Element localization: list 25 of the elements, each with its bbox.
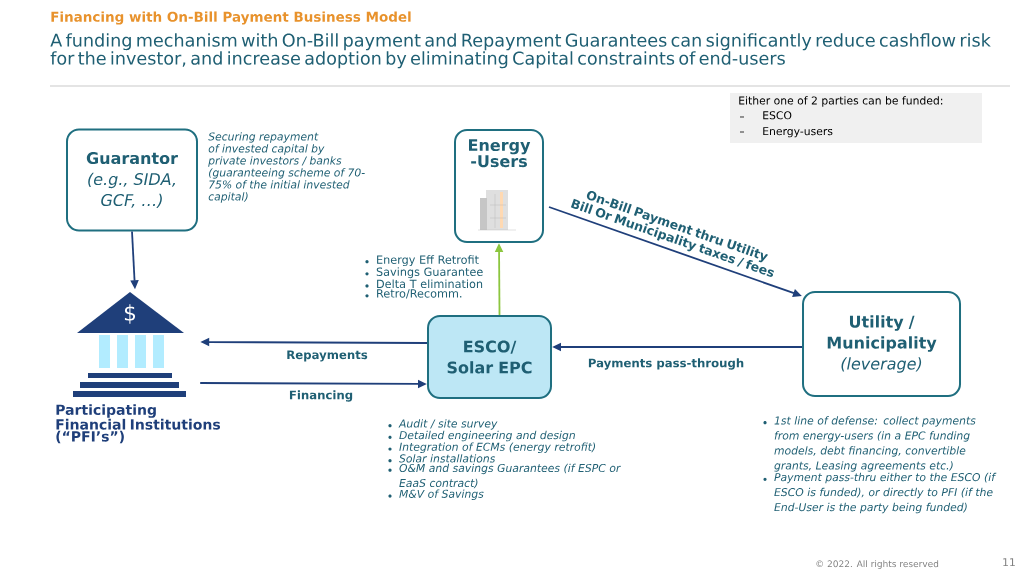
bullet-item: Delta T elimination	[365, 279, 483, 289]
guarantor-box: Guarantor (e.g., SIDA, GCF, …)	[66, 128, 198, 232]
edge-label: Financing	[287, 389, 355, 403]
bullet-item: Integration of ECMs (energy retrofit)	[388, 442, 596, 453]
bullet-item: Energy Eff Retrofit	[365, 255, 479, 267]
bullet-item: 1st line of defense: collect payments from energy-users (in a EPC funding models, debt financing, convertible grants, Leasing agreements etc.)	[763, 416, 976, 472]
bullet-item: Audit / site survey	[388, 419, 498, 430]
edge-label: Repayments	[285, 349, 369, 363]
esco-box: ESCO/ Solar EPC	[427, 315, 552, 399]
bullet-item: O&M and savings Guarantees (if ESPC or EaaS contract)	[388, 463, 621, 489]
bullet-item: Payment pass-thru either to the ESCO (if ESCO is funded), or directly to PFI (if the End-User is the party being funded)	[763, 472, 997, 514]
subtitle: A funding mechanism with On-Bill payment and Repayment Guarantees can significantly reduce cashflow risk for the investor, and increase adoption by eliminating Capital constraints of end-users	[50, 33, 991, 69]
bullet-item: Retro/Recomm.	[365, 289, 462, 299]
bullet-item: Detailed engineering and design	[388, 430, 575, 442]
copyright-text: © 2022. All rights reserved	[816, 560, 939, 569]
institution-label: Participating Financial Institutions (“PFI’s”)	[56, 404, 221, 444]
edge-label: Payments pass-through	[586, 357, 746, 371]
bullet-item: M&V of Savings	[388, 489, 484, 500]
info-box: Either one of 2 parties can be funded: ESCO Energy-users	[730, 93, 982, 143]
utility-box: Utility / Municipality (leverage)	[802, 291, 961, 397]
heading: Financing with On-Bill Payment Business Model	[51, 11, 411, 25]
bullet-item: Solar installations	[388, 454, 496, 463]
note-text: Securing repayment of invested capital by private investors / banks (guaranteeing scheme of 70-75% of the initial invested capital)	[208, 132, 365, 203]
bullet-item: Savings Guarantee	[365, 267, 483, 279]
page-number: 11	[1003, 558, 1015, 567]
